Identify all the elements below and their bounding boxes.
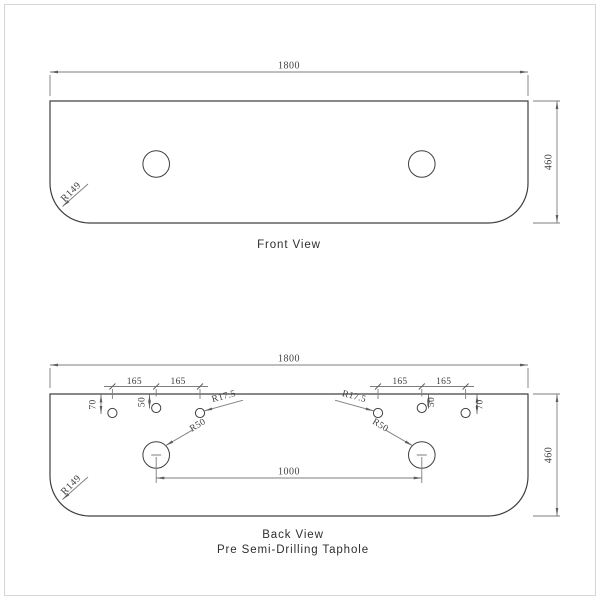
pilot-hole-right-inner bbox=[372, 407, 384, 419]
offset-right-mid-dimension: 50 bbox=[427, 394, 437, 409]
pilot-radius-right-callout: R17.5 bbox=[334, 389, 374, 412]
pilot-hole-left-outer bbox=[107, 407, 118, 419]
taphole-radius-right-callout: R50 bbox=[370, 417, 413, 446]
taphole-center-distance-label: 1000 bbox=[278, 467, 300, 478]
spacing-right-inner-label: 165 bbox=[392, 377, 407, 387]
pilot-hole-right-mid bbox=[416, 402, 427, 414]
pilot-radius-left-callout: R17.5 bbox=[204, 389, 244, 412]
offset-left-outer-dimension: 70 bbox=[89, 394, 103, 414]
back-height-dimension: 460 bbox=[533, 393, 560, 517]
spacing-left-inner-label: 165 bbox=[171, 377, 186, 387]
back-height-dim-label: 460 bbox=[544, 447, 555, 464]
spacing-left-outer-label: 165 bbox=[127, 377, 142, 387]
taphole-radius-left-label: R50 bbox=[188, 417, 208, 434]
front-height-dim-label: 460 bbox=[544, 154, 555, 171]
front-width-dimension: 1800 bbox=[49, 61, 529, 96]
front-view-title: Front View bbox=[257, 239, 321, 251]
taphole-radius-right-label: R50 bbox=[370, 417, 390, 434]
offset-right-outer-dimension: 70 bbox=[476, 394, 486, 414]
back-view-title: Back View bbox=[262, 529, 324, 541]
pilot-hole-right-outer bbox=[460, 407, 471, 419]
front-slab-outline bbox=[49, 100, 529, 224]
pilot-hole-left-mid bbox=[151, 402, 162, 414]
pilot-spacing-right-dimension: 165 165 bbox=[370, 377, 474, 399]
taphole-center-distance-dimension: 1000 bbox=[155, 457, 423, 483]
spacing-right-outer-label: 165 bbox=[436, 377, 451, 387]
back-view-subtitle: Pre Semi-Drilling Taphole bbox=[217, 544, 369, 556]
front-corner-radius-callout: R149 bbox=[59, 180, 89, 207]
front-view: 1800 460 R149 Front View bbox=[49, 61, 560, 251]
front-width-dim-label: 1800 bbox=[278, 61, 300, 72]
pilot-spacing-left-dimension: 165 165 bbox=[104, 377, 208, 399]
offset-right-outer-label: 70 bbox=[476, 399, 486, 409]
page-border-frame bbox=[4, 4, 596, 596]
taphole-radius-left-callout: R50 bbox=[165, 417, 208, 446]
offset-left-mid-label: 50 bbox=[138, 397, 148, 407]
back-corner-radius-label: R149 bbox=[59, 473, 84, 498]
offset-left-outer-label: 70 bbox=[89, 399, 99, 409]
back-corner-radius-callout: R149 bbox=[59, 473, 89, 500]
front-taphole-right bbox=[408, 150, 436, 178]
offset-left-mid-dimension: 50 bbox=[138, 394, 151, 409]
back-width-dim-label: 1800 bbox=[278, 354, 300, 365]
offset-right-mid-label: 50 bbox=[427, 397, 437, 407]
back-width-dimension: 1800 bbox=[49, 354, 529, 388]
front-height-dimension: 460 bbox=[533, 100, 560, 224]
pilot-hole-left-inner bbox=[194, 407, 206, 419]
front-taphole-left bbox=[142, 150, 170, 178]
back-view: 1800 460 165 165 165 165 70 50 bbox=[49, 354, 560, 556]
front-corner-radius-label: R149 bbox=[59, 180, 84, 205]
back-slab-outline bbox=[49, 393, 529, 517]
